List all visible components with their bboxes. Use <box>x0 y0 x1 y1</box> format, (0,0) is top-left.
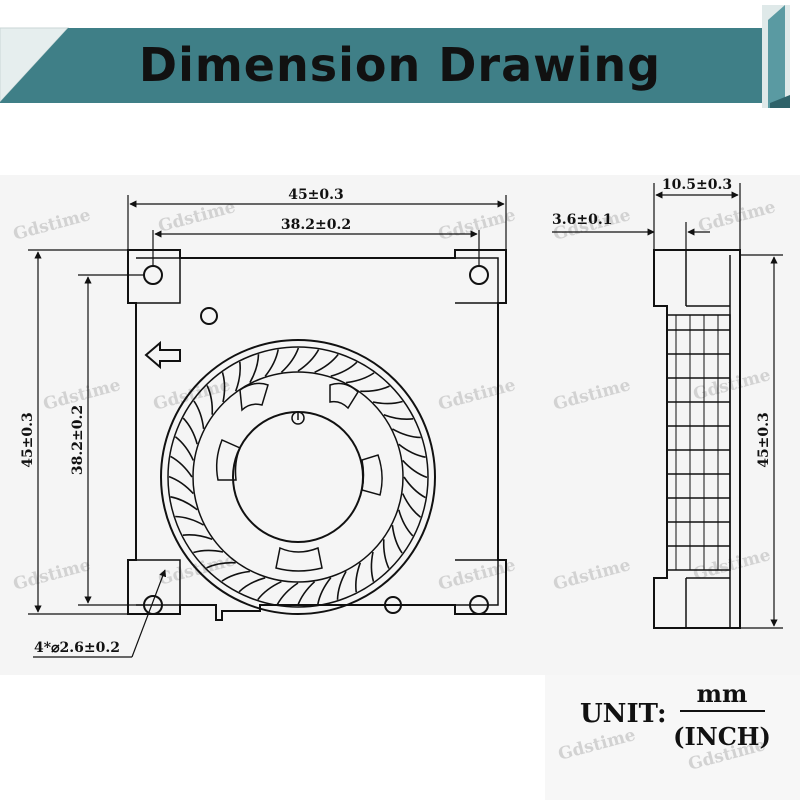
front-dimensions <box>28 195 507 658</box>
unit-numerator: mm <box>697 679 748 708</box>
impeller-blade <box>314 353 339 374</box>
impeller-blade <box>403 476 426 499</box>
impeller-blade <box>276 582 299 605</box>
impeller-blade <box>170 496 198 511</box>
title-banner: Dimension Drawing <box>0 0 800 120</box>
impeller-blade <box>317 577 332 605</box>
impeller-blade <box>382 539 390 569</box>
impeller-blade <box>370 551 375 582</box>
impeller-blade <box>336 571 347 600</box>
hole-spacing-x-label: 38.2±0.2 <box>281 217 351 233</box>
outlet-offset-label: 3.6±0.1 <box>552 212 612 228</box>
impeller-blade <box>238 577 266 593</box>
impeller-blade <box>346 372 375 384</box>
impeller-blade <box>168 475 194 495</box>
impeller-blade <box>182 417 198 445</box>
side-dimension-labels: 10.5±0.3 3.6±0.1 45±0.3 <box>552 177 772 468</box>
impeller-blade <box>398 443 426 458</box>
impeller-blade <box>401 493 422 518</box>
unit-legend: UNIT: mm (INCH) <box>580 679 771 751</box>
impeller-blade <box>402 459 428 479</box>
impeller-blade <box>360 385 390 393</box>
impeller-outer-ring <box>160 339 436 615</box>
impeller-blade <box>221 372 226 403</box>
front-dimension-labels: 45±0.3 38.2±0.2 45±0.3 38.2±0.2 4*⌀2.6±0… <box>20 187 351 656</box>
thickness-label: 10.5±0.3 <box>662 177 732 193</box>
impeller-blade <box>280 347 300 373</box>
page-title: Dimension Drawing <box>138 38 662 92</box>
impeller-blade <box>170 455 193 478</box>
unit-panel <box>545 675 800 800</box>
impeller-blade <box>398 509 414 537</box>
impeller-blade <box>355 562 362 593</box>
impeller-blade <box>392 428 421 439</box>
impeller-blade <box>193 549 224 554</box>
outlet-grille <box>666 314 731 571</box>
hole-callout-label: 4*⌀2.6±0.2 <box>34 640 120 656</box>
front-view <box>127 249 507 621</box>
side-view <box>653 249 741 629</box>
side-dimensions <box>552 183 783 629</box>
impeller-blade <box>383 413 414 420</box>
unit-denominator: (INCH) <box>673 722 771 751</box>
impeller-blade <box>193 400 205 429</box>
impeller-inner-ring <box>192 371 404 583</box>
impeller-blade <box>174 436 195 461</box>
impeller-blade <box>182 534 213 541</box>
overall-height-label: 45±0.3 <box>20 412 36 468</box>
impeller-blade <box>234 361 241 392</box>
impeller-blade <box>175 515 204 526</box>
unit-label: UNIT: <box>580 699 667 729</box>
impeller-blade <box>257 580 282 601</box>
impeller-blade <box>391 525 403 554</box>
impeller-blade <box>330 361 358 377</box>
impeller-blade <box>221 570 250 582</box>
impeller-blade <box>206 561 236 569</box>
impeller-blade <box>249 354 260 383</box>
side-height-label: 45±0.3 <box>756 412 772 468</box>
alignment-hole <box>200 307 218 325</box>
fan-housing-outline <box>127 249 507 621</box>
mounting-hole <box>469 595 489 615</box>
impeller-blade <box>296 581 316 607</box>
overall-width-label: 45±0.3 <box>288 187 344 203</box>
side-outline <box>653 249 741 629</box>
impeller-blade <box>264 349 279 377</box>
impeller-blade <box>206 385 214 415</box>
impeller-blade <box>297 349 320 372</box>
hole-spacing-y-label: 38.2±0.2 <box>70 405 86 475</box>
alignment-hole <box>384 596 402 614</box>
arrow-left-icon <box>144 340 181 370</box>
banner-ribbon <box>0 5 790 108</box>
impeller-blade <box>372 400 403 405</box>
